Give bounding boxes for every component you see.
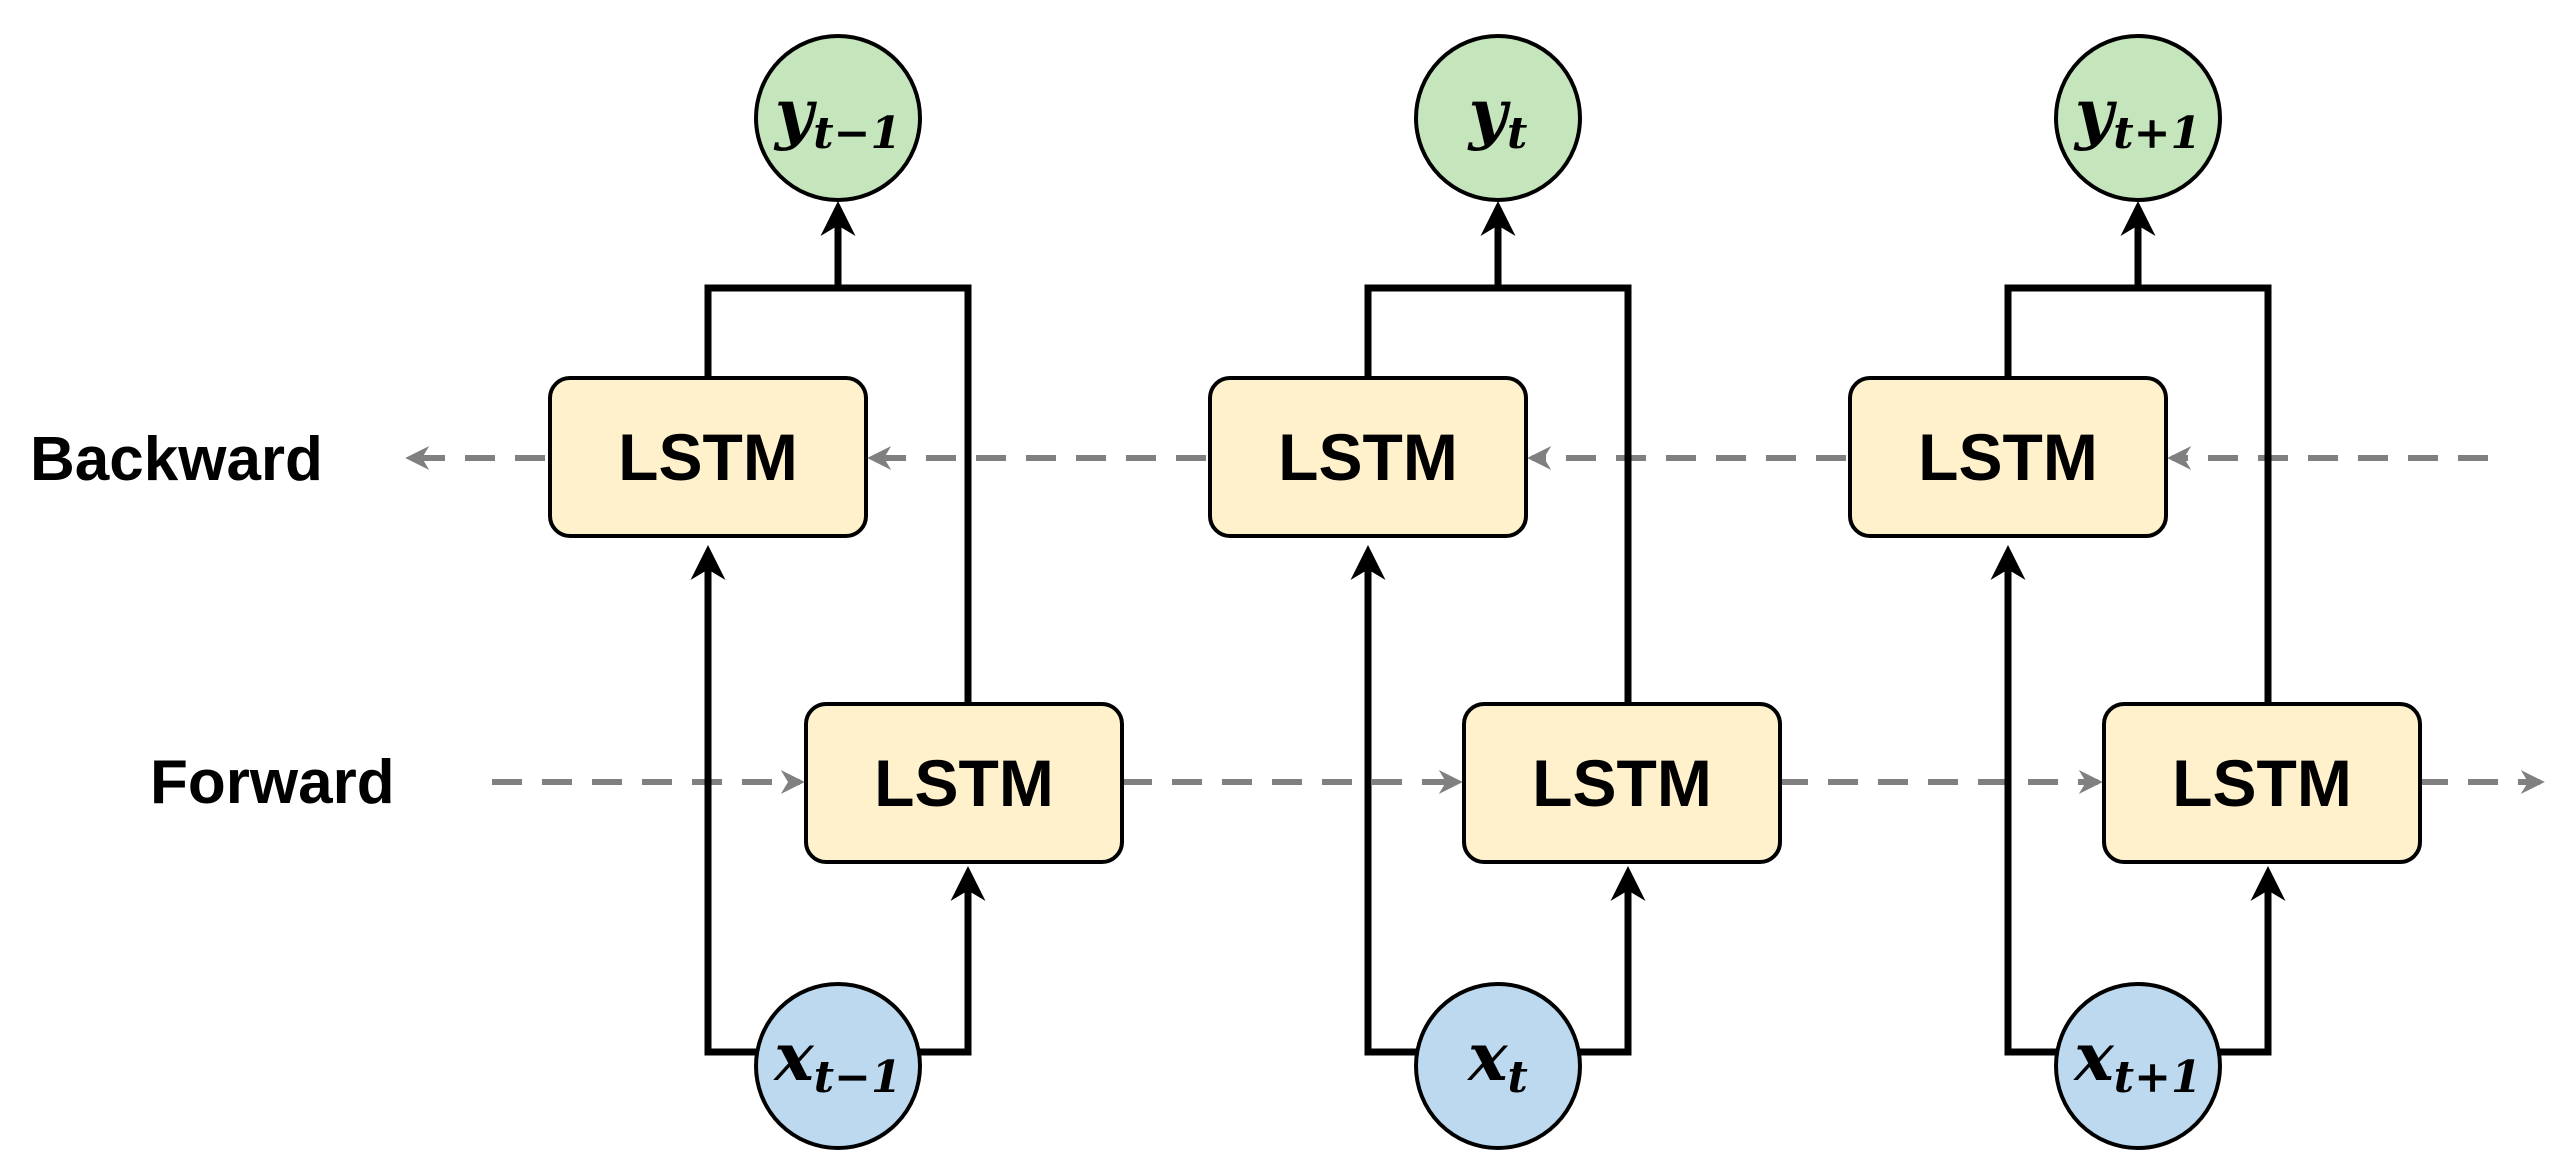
forward-row-label: Forward — [150, 748, 395, 817]
backward-lstm-label: LSTM — [618, 420, 798, 494]
input-to-forward-line — [2218, 866, 2286, 1056]
time-step-1: LSTM LSTM yt−1 xt−1 — [548, 34, 1124, 1150]
backward-lstm-cell — [1208, 376, 1528, 538]
output-node-label: yt+1 — [2073, 74, 2201, 159]
backward-row-label: Backward — [30, 425, 323, 494]
time-step-3: LSTM LSTM yt+1 xt+1 — [1848, 34, 2422, 1150]
forward-lstm-cell — [1462, 702, 1782, 864]
forward-lstm-label: LSTM — [2172, 746, 2352, 820]
forward-lstm-cell — [2102, 702, 2422, 864]
input-node — [1414, 982, 1582, 1150]
input-node-label: xt−1 — [772, 1018, 901, 1103]
input-to-forward-line — [1578, 866, 1646, 1056]
output-node — [1414, 34, 1582, 202]
backward-lstm-cell — [1848, 376, 2168, 538]
input-node-label: xt+1 — [2072, 1018, 2201, 1103]
output-node-label: yt−1 — [773, 74, 901, 159]
output-node — [2054, 34, 2222, 202]
input-node — [754, 982, 922, 1150]
forward-lstm-label: LSTM — [1532, 746, 1712, 820]
input-to-forward-line — [918, 866, 986, 1056]
forward-lstm-label: LSTM — [874, 746, 1054, 820]
input-node — [2054, 982, 2222, 1150]
input-to-backward-line — [1990, 545, 2058, 1056]
backward-lstm-label: LSTM — [1278, 420, 1458, 494]
output-node-label: yt — [1467, 74, 1528, 159]
backward-lstm-cell — [548, 376, 868, 538]
input-to-backward-line — [1350, 545, 1418, 1056]
backward-lstm-label: LSTM — [1918, 420, 2098, 494]
input-node-label: xt — [1466, 1018, 1528, 1103]
forward-lstm-cell — [804, 702, 1124, 864]
input-to-backward-line — [690, 545, 758, 1056]
output-node — [754, 34, 922, 202]
time-step-2: LSTM LSTM yt xt — [1208, 34, 1782, 1150]
